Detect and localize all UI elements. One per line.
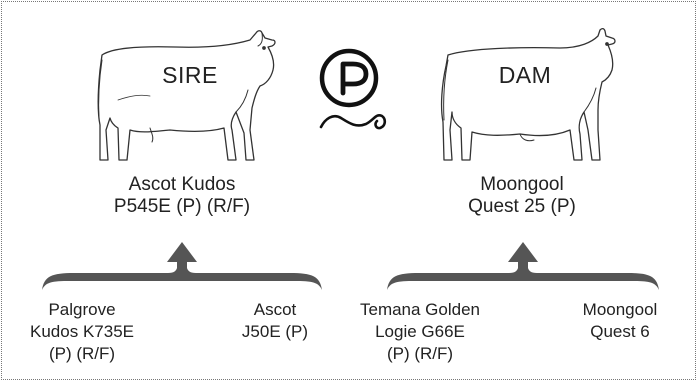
dam-dam-parent: Moongool Quest 6 [565, 299, 675, 343]
sire-sire-line-1: Palgrove [48, 300, 116, 319]
sire-tag: SIRE [162, 62, 218, 88]
sire-dam-parent: Ascot J50E (P) [225, 299, 325, 343]
sire-sire-line-2: Kudos K735E [30, 322, 134, 342]
dam-sire-line-3: (P) (R/F) [386, 344, 454, 364]
sire-sire-line-3: (P) (R/F) [48, 344, 116, 364]
sire-sire-parent: Palgrove Kudos K735E (P) (R/F) [22, 299, 142, 365]
sire-cow-icon [97, 30, 276, 161]
polled-symbol-icon [319, 48, 387, 130]
dam-name-line-1: Moongool [480, 174, 564, 195]
sire-name: Ascot Kudos P545E (P) (R/F) [82, 174, 282, 219]
dam-sire-line-1: Temana Golden [359, 300, 481, 319]
dam-sire-parent: Temana Golden Logie G66E (P) (R/F) [355, 299, 485, 365]
dam-lineage-brace [387, 242, 659, 290]
dam-cow-icon [440, 27, 616, 161]
sire-name-line-1: Ascot Kudos [128, 174, 236, 195]
dam-tag: DAM [498, 62, 552, 88]
sire-dam-line-1: Ascot [253, 300, 297, 319]
dam-sire-line-2: Logie G66E [375, 322, 465, 342]
sire-name-line-2: P545E (P) (R/F) [113, 196, 251, 218]
dam-dam-line-2: Quest 6 [590, 322, 650, 342]
dam-name: Moongool Quest 25 (P) [422, 174, 622, 219]
dam-dam-line-1: Moongool [582, 300, 658, 319]
sire-dam-line-2: J50E (P) [241, 322, 309, 342]
dam-name-line-2: Quest 25 (P) [468, 196, 576, 218]
sire-lineage-brace [42, 242, 322, 290]
